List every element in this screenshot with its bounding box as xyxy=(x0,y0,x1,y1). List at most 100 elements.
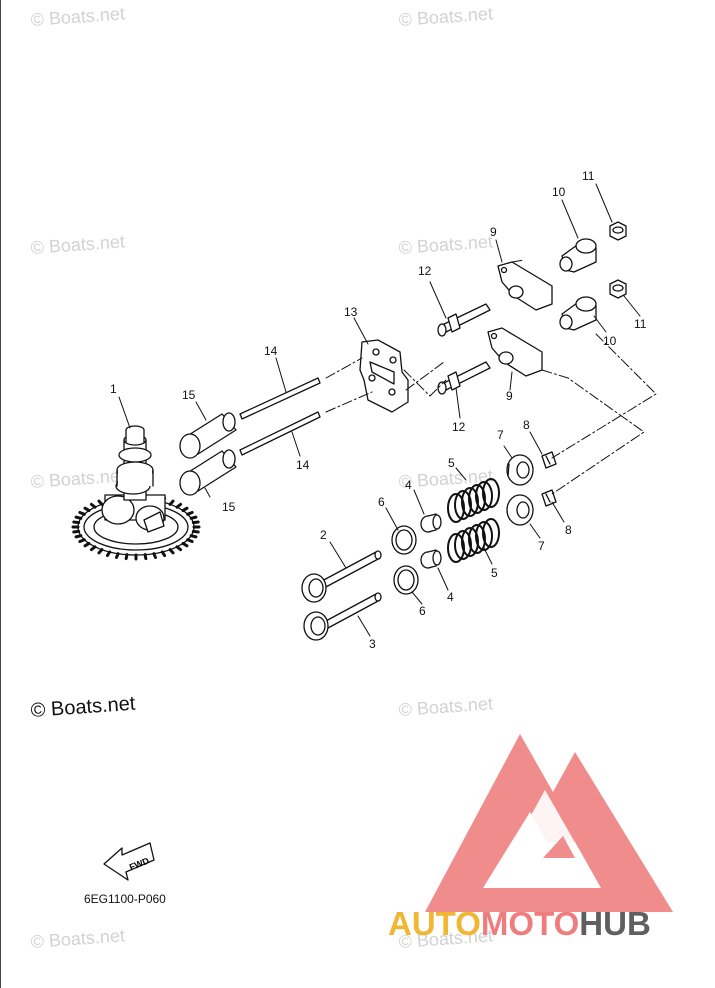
gear-tooth xyxy=(189,534,198,539)
spring-coil xyxy=(447,493,465,523)
callout-1: 1 xyxy=(110,382,117,396)
callout-5: 5 xyxy=(491,566,498,580)
brand-part3: HUB xyxy=(579,905,651,942)
callout-6: 6 xyxy=(378,495,385,509)
fwd-arrow-icon xyxy=(103,842,155,881)
gear-tooth xyxy=(97,499,104,506)
lifter-upper xyxy=(179,412,237,459)
automotohub-logo-icon xyxy=(425,734,673,912)
retainer-upper xyxy=(506,454,534,486)
leader-lines xyxy=(118,183,641,637)
callout-12: 12 xyxy=(452,420,466,434)
page-border xyxy=(0,0,1,988)
exhaust-valve xyxy=(303,592,382,641)
stem-seal-upper xyxy=(420,513,442,533)
push-rod-guide-plate xyxy=(359,339,409,413)
callout-14: 14 xyxy=(264,344,278,358)
spring-coil xyxy=(461,487,479,517)
push-rod-lower xyxy=(239,411,321,456)
callout-4: 4 xyxy=(447,590,454,604)
gear-tooth xyxy=(143,553,148,561)
gear-tooth xyxy=(72,529,81,534)
spring-coil xyxy=(482,518,500,548)
nut-upper xyxy=(609,221,627,241)
camshaft-gear xyxy=(71,493,201,561)
rocker-arm-upper xyxy=(497,261,553,311)
callout-6: 6 xyxy=(419,604,426,618)
callout-11: 11 xyxy=(634,317,647,331)
gear-tooth xyxy=(78,510,86,516)
spring-coil xyxy=(482,478,500,508)
gear-tooth xyxy=(74,515,83,520)
rocker-stud-upper xyxy=(437,303,491,337)
callout-10: 10 xyxy=(552,185,566,199)
callout-10: 10 xyxy=(603,334,617,348)
stem-seal-lower xyxy=(420,549,442,569)
gear-tooth xyxy=(97,548,104,555)
gear-tooth xyxy=(72,520,81,525)
pivot-upper xyxy=(559,238,597,273)
collet-upper xyxy=(541,451,557,469)
callout-9: 9 xyxy=(506,389,513,403)
rocker-arm-lower xyxy=(487,327,543,377)
gear-tooth xyxy=(181,541,189,548)
callout-14: 14 xyxy=(296,458,310,472)
gear-tooth xyxy=(105,550,112,558)
gear-tooth xyxy=(160,550,167,558)
callout-4: 4 xyxy=(405,478,412,492)
callout-5: 5 xyxy=(448,456,455,470)
gear-tooth xyxy=(83,506,91,513)
gear-tooth xyxy=(152,552,157,559)
gear-tooth xyxy=(89,545,97,552)
rocker-stud-lower xyxy=(437,361,491,395)
gear-tooth xyxy=(83,541,91,548)
callout-9: 9 xyxy=(490,225,497,239)
callout-15: 15 xyxy=(182,388,196,402)
callout-3: 3 xyxy=(369,637,376,651)
spring-coil xyxy=(447,533,465,563)
gear-tooth xyxy=(189,515,198,520)
pivot-lower xyxy=(559,296,597,331)
gear-tooth xyxy=(186,510,194,516)
nut-lower xyxy=(609,279,627,299)
spring-coil xyxy=(454,490,472,520)
gear-tooth xyxy=(124,553,129,561)
spring-coil xyxy=(461,527,479,557)
valve-spring-lower xyxy=(447,518,500,563)
callout-13: 13 xyxy=(344,305,358,319)
callout-7: 7 xyxy=(497,428,504,442)
retainer-lower xyxy=(506,494,534,526)
gear-tooth xyxy=(191,529,200,534)
gear-tooth xyxy=(78,538,86,544)
gear-tooth xyxy=(74,534,83,539)
gear-tooth xyxy=(168,499,175,506)
gear-tooth xyxy=(89,502,97,509)
diagram-code: 6EG1100-P060 xyxy=(84,892,166,906)
brand-wordmark: AUTOMOTOHUB xyxy=(388,905,651,943)
spring-coil xyxy=(475,521,493,551)
brand-part1: AUTO xyxy=(388,905,481,942)
brand-part2: MOTO xyxy=(480,905,580,942)
valve-spring-upper xyxy=(447,478,500,523)
spring-coil xyxy=(475,481,493,511)
callout-2: 2 xyxy=(320,528,327,542)
callout-8: 8 xyxy=(565,523,572,537)
gear-tooth xyxy=(186,538,194,544)
callout-15: 15 xyxy=(222,500,236,514)
spring-seat-upper xyxy=(391,525,417,555)
callout-12: 12 xyxy=(418,264,432,278)
push-rod-upper xyxy=(239,377,321,420)
intake-valve xyxy=(301,550,382,603)
spring-coil xyxy=(468,524,486,554)
gear-tooth xyxy=(191,520,200,525)
spring-coil xyxy=(468,484,486,514)
camshaft xyxy=(115,425,154,501)
gear-tooth xyxy=(175,545,183,552)
spring-seat-lower xyxy=(393,565,419,595)
gear-tooth xyxy=(181,506,189,513)
assembly-lines xyxy=(325,259,657,495)
callout-7: 7 xyxy=(538,539,545,553)
lifter-lower xyxy=(179,449,237,496)
gear-tooth xyxy=(168,548,175,555)
